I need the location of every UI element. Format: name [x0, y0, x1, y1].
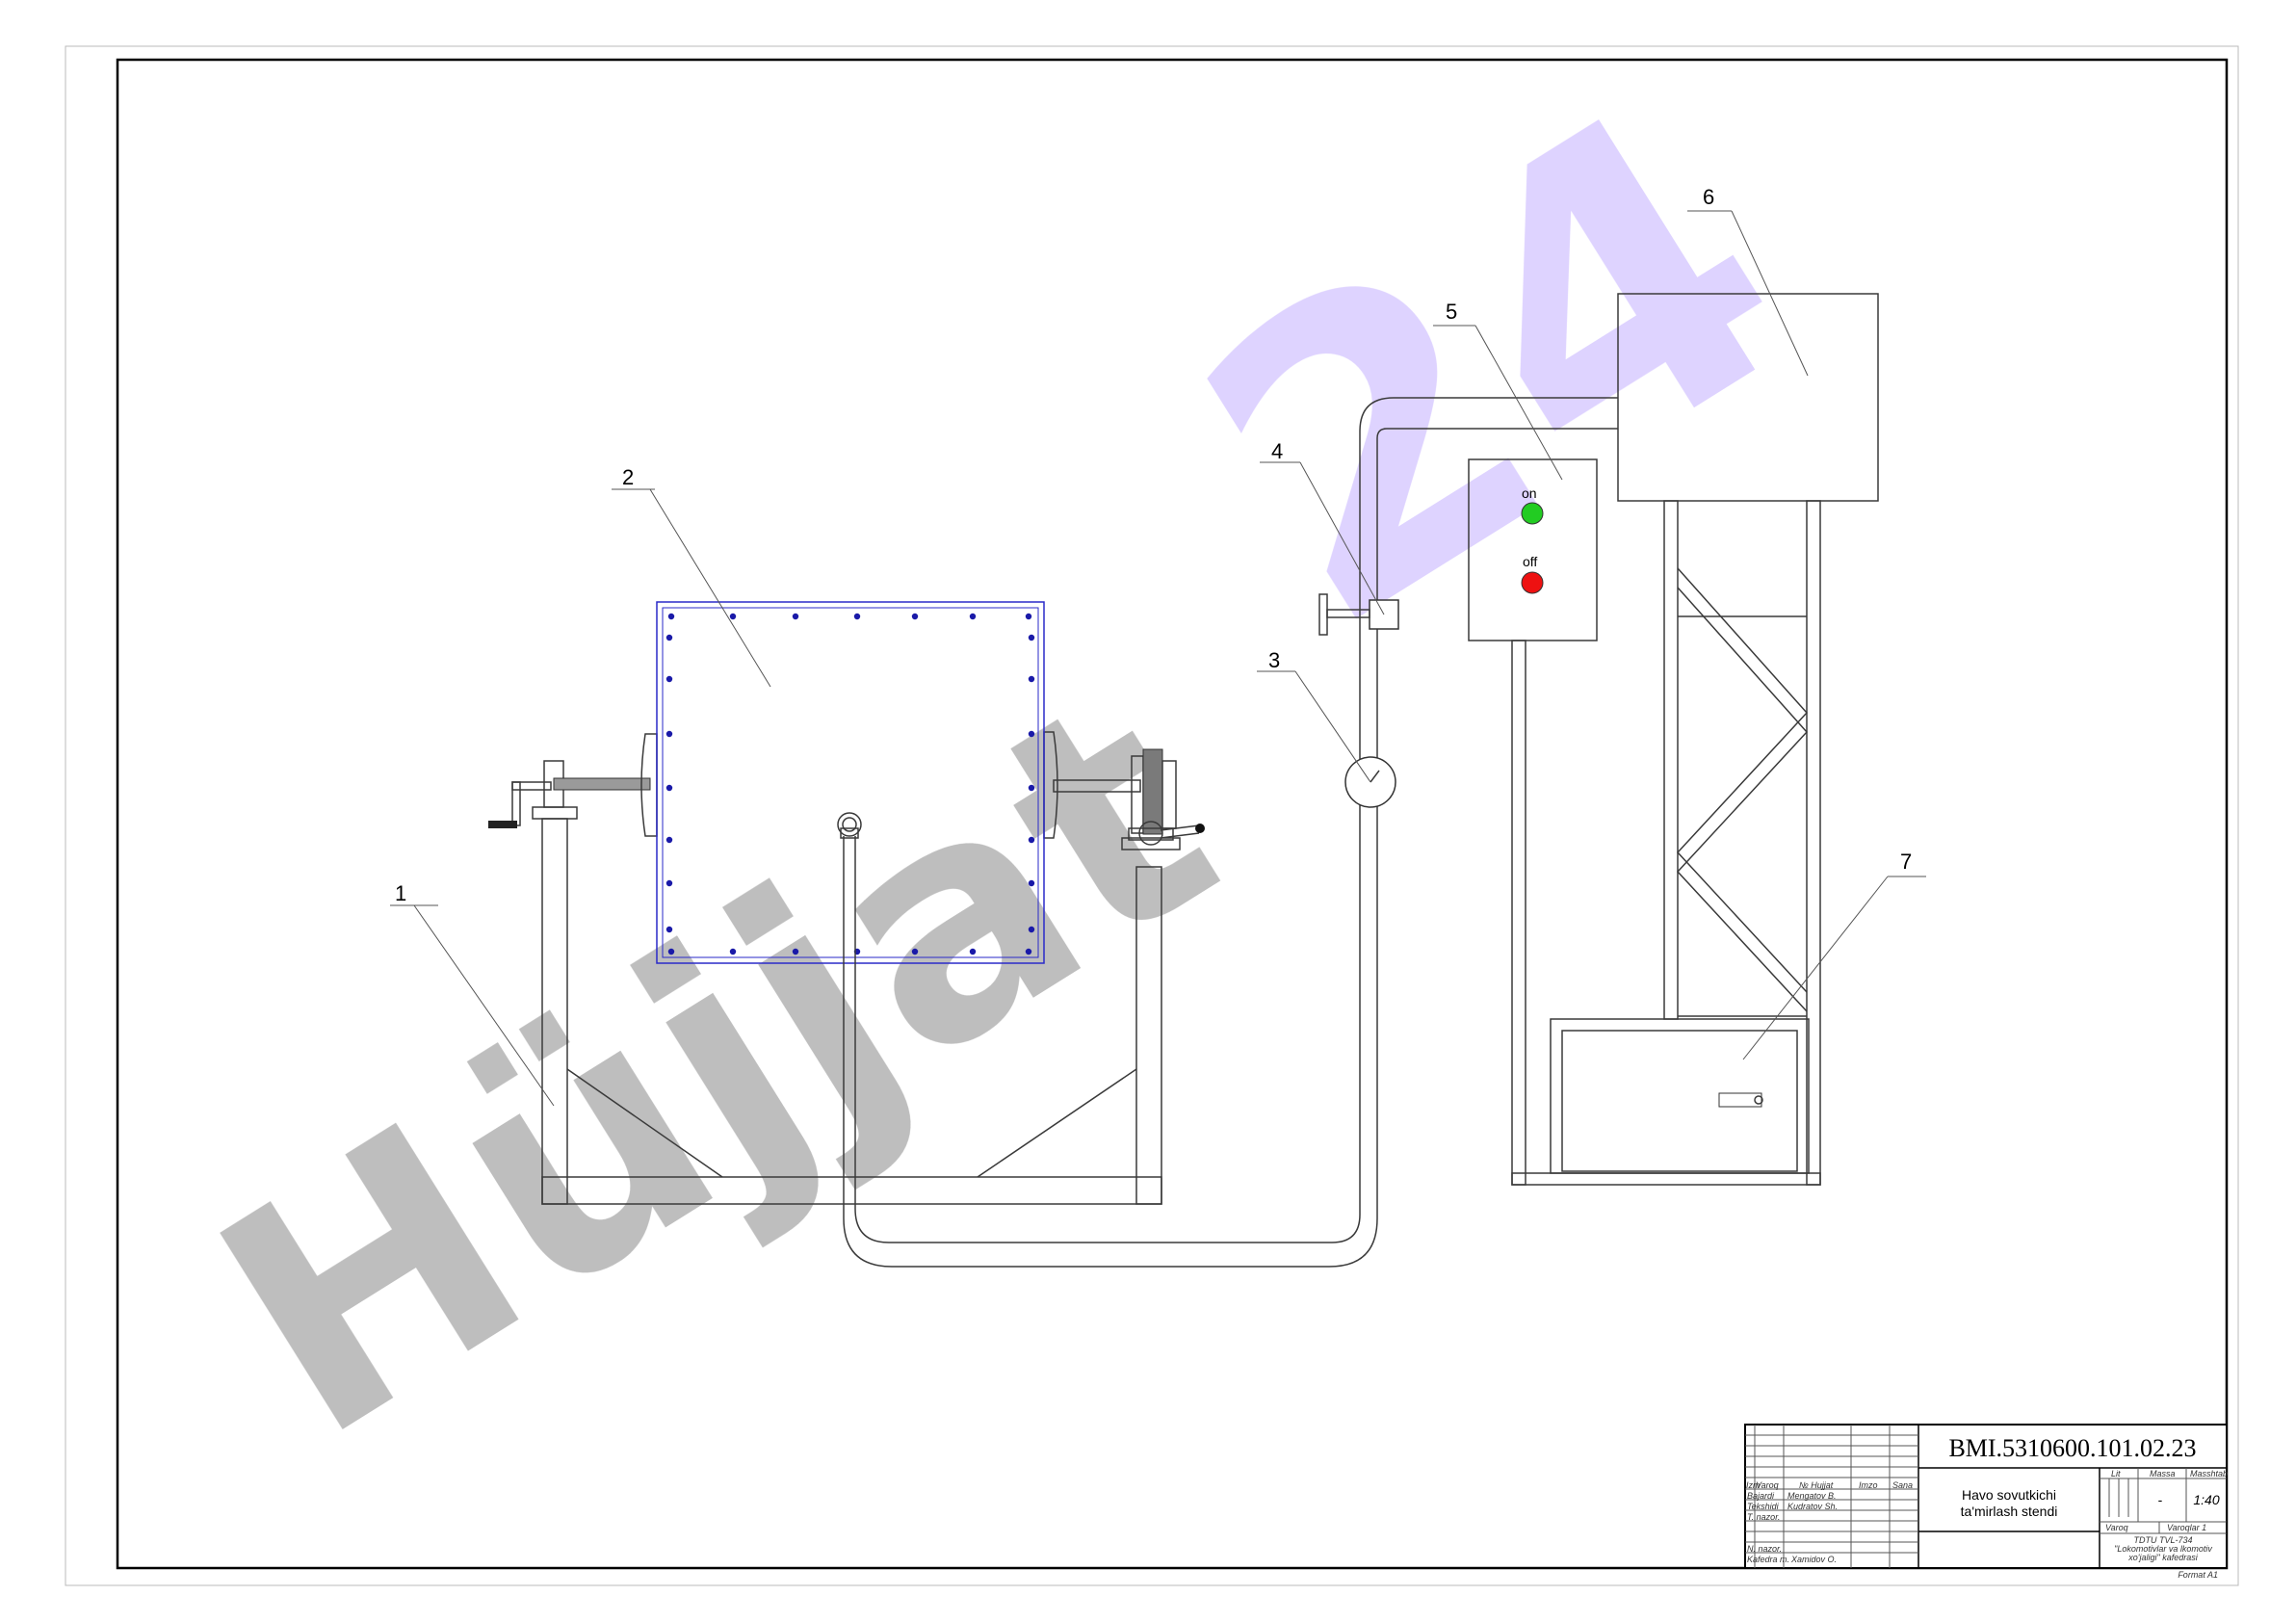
tb-title-line2: ta'mirlash stendi — [1961, 1504, 2058, 1519]
radiator-bolt — [665, 675, 673, 683]
radiator-bolt — [667, 613, 675, 620]
cabinet-handle[interactable] — [1718, 1092, 1762, 1108]
radiator-bolt — [853, 613, 861, 620]
tower-stand — [1511, 500, 1821, 1186]
off-button[interactable] — [1521, 571, 1544, 594]
watermark: Hüjjat 24 — [162, 19, 1858, 1508]
on-label: on — [1522, 485, 1537, 501]
tb-role-t-nazor: T. nazor. — [1747, 1512, 1780, 1522]
radiator-bolt — [969, 948, 977, 955]
radiator-bolt — [1028, 784, 1035, 792]
control-panel: on off — [1468, 458, 1598, 641]
sheet-trim-border — [65, 45, 2239, 1586]
tb-header-varoq: Varoq — [1756, 1480, 1779, 1490]
tb-header-hujjat: № Hujjat — [1799, 1480, 1834, 1490]
air-pipeline — [840, 397, 1618, 1268]
title-block: Izm Varoq № Hujjat Imzo Sana Bajardi Tek… — [1744, 1424, 2228, 1569]
tb-drawing-code: BMI.5310600.101.02.23 — [1948, 1434, 2196, 1462]
watermark-text-hujjat: Hüjjat — [162, 624, 1270, 1508]
tb-header-imzo: Imzo — [1859, 1480, 1878, 1490]
radiator-bolt — [729, 613, 737, 620]
tb-role-tekshidi: Tekshidi — [1747, 1502, 1780, 1511]
radiator-bolt — [792, 613, 799, 620]
callouts: 1 2 3 4 5 6 7 — [390, 185, 1926, 1107]
tb-header-izm: Izm — [1746, 1480, 1761, 1490]
tb-massa-value: - — [2158, 1492, 2163, 1507]
tb-name-mengatov: Mengatov B. — [1787, 1491, 1837, 1501]
tb-massa-label: Massa — [2150, 1469, 2176, 1478]
tb-org-line2: "Lokomotivlar va lkomotiv — [2114, 1544, 2212, 1554]
callout-6: 6 — [1703, 185, 1714, 209]
radiator-bolt — [1028, 879, 1035, 887]
air-cooler-radiator — [656, 601, 1045, 964]
tb-role-kafedra: Kafedra m. — [1747, 1555, 1789, 1564]
storage-cabinet — [1550, 1018, 1810, 1174]
callout-7: 7 — [1900, 850, 1912, 874]
compressor-unit — [1617, 293, 1879, 502]
tb-lit-label: Lit — [2111, 1469, 2121, 1478]
tb-name-xamidov: Xamidov O. — [1790, 1555, 1837, 1564]
tb-varoqlar-label: Varoqlar 1 — [2167, 1523, 2206, 1532]
radiator-bolt — [665, 926, 673, 933]
callout-1: 1 — [395, 881, 406, 905]
radiator-bolt — [911, 613, 919, 620]
tb-org-line1: TDTU TVL-734 — [2133, 1535, 2192, 1545]
radiator-bolt — [665, 879, 673, 887]
callout-2: 2 — [622, 465, 634, 489]
radiator-bolt — [1028, 926, 1035, 933]
tb-name-kudratov: Kudratov Sh. — [1787, 1502, 1838, 1511]
tb-role-n-nazor: N. nazor. — [1747, 1544, 1782, 1554]
radiator-bolt — [665, 634, 673, 641]
radiator-bolt — [792, 948, 799, 955]
radiator-bolts — [665, 613, 1035, 955]
tb-header-sana: Sana — [1892, 1480, 1913, 1490]
radiator-bolt — [1028, 634, 1035, 641]
radiator-bolt — [729, 948, 737, 955]
radiator-bolt — [1028, 730, 1035, 738]
off-label: off — [1523, 554, 1537, 569]
radiator-bolt — [911, 948, 919, 955]
tb-scale-value: 1:40 — [2193, 1492, 2219, 1507]
tb-title-line1: Havo sovutkichi — [1962, 1487, 2056, 1503]
radiator-bolt — [1028, 836, 1035, 844]
tb-varoq-label: Varoq — [2105, 1523, 2128, 1532]
radiator-bolt — [1025, 948, 1032, 955]
radiator-bolt — [969, 613, 977, 620]
lead-screw — [553, 777, 651, 791]
tb-masshtab-label: Masshtab — [2190, 1469, 2228, 1478]
radiator-bolt — [665, 784, 673, 792]
stand-frame — [488, 731, 1205, 1205]
callout-5: 5 — [1446, 300, 1457, 324]
tb-org-line3: xo'jaligi" kafedrasi — [2127, 1553, 2198, 1562]
watermark-text-24: 24 — [1131, 19, 1858, 717]
radiator-bolt — [665, 836, 673, 844]
callout-3: 3 — [1268, 648, 1280, 672]
radiator-bolt — [1028, 675, 1035, 683]
radiator-bolt — [1025, 613, 1032, 620]
on-button[interactable] — [1521, 502, 1544, 525]
tb-role-bajardi: Bajardi — [1747, 1491, 1775, 1501]
tb-format: Format A1 — [2178, 1570, 2218, 1580]
callout-4: 4 — [1271, 439, 1283, 463]
drive-lever-knob[interactable] — [1195, 824, 1205, 833]
radiator-bolt — [667, 948, 675, 955]
radiator-bolt — [665, 730, 673, 738]
drawing-frame — [116, 58, 2229, 1570]
crank-handle[interactable] — [488, 821, 517, 828]
